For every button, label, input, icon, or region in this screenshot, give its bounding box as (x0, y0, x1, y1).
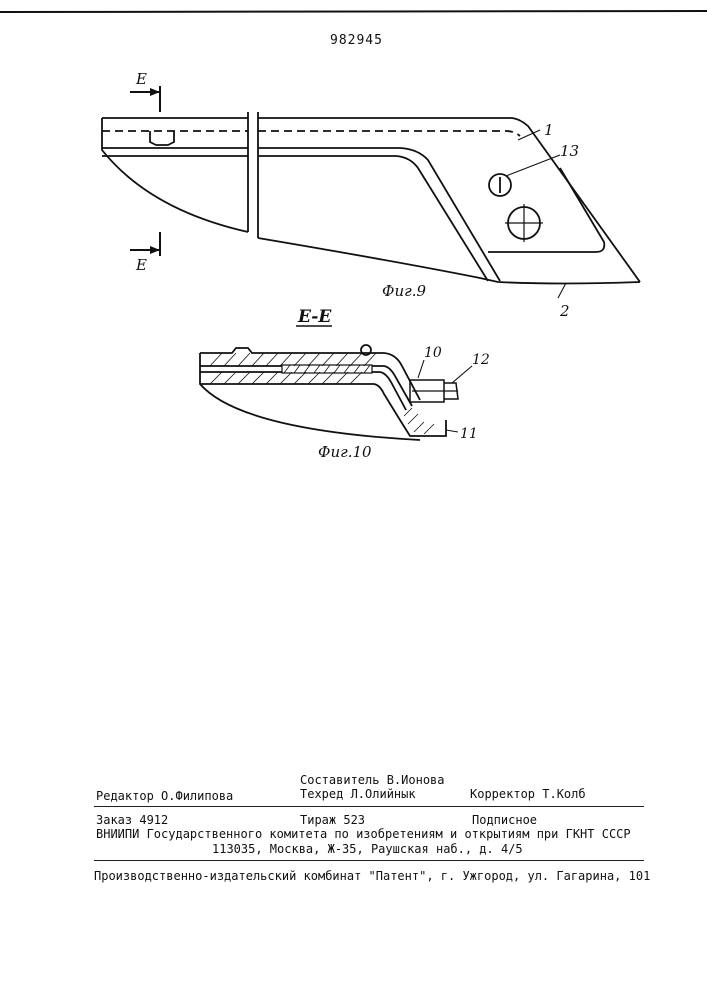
figure-9 (102, 86, 640, 298)
section-mark-bottom: E (135, 256, 147, 274)
imprint-order: Заказ 4912 (96, 813, 168, 827)
callout-1: 1 (544, 121, 554, 139)
fig10-caption: Фиг.10 (318, 443, 372, 461)
section-arrows (150, 88, 160, 254)
imprint-rule-2 (94, 860, 644, 861)
callout-2: 2 (559, 302, 570, 320)
callout-12: 12 (472, 352, 490, 368)
imprint-org-line: ВНИИПИ Государственного комитета по изоб… (96, 827, 631, 841)
imprint-techred: Техред Л.Олийнык (300, 787, 416, 801)
callout-13: 13 (560, 142, 579, 160)
imprint-address-line: 113035, Москва, Ж-35, Раушская наб., д. … (212, 842, 523, 856)
imprint-printer-line: Производственно-издательский комбинат "П… (94, 869, 650, 883)
imprint-print-run: Тираж 523 (300, 813, 365, 827)
callout-11: 11 (460, 426, 478, 442)
section-title: E-E (297, 307, 332, 327)
technical-drawing: E E 1 13 2 Фиг.9 E-E (0, 0, 707, 520)
fig9-caption: Фиг.9 (382, 282, 426, 300)
imprint-compiler: Составитель В.Ионова (300, 773, 445, 787)
imprint-rule-1 (94, 806, 644, 807)
imprint-corrector: Корректор Т.Колб (470, 787, 586, 801)
imprint-editor: Редактор О.Филипова (96, 789, 233, 803)
callout-10: 10 (424, 345, 442, 361)
imprint-subscription: Подписное (472, 813, 537, 827)
section-mark-top: E (135, 70, 147, 88)
